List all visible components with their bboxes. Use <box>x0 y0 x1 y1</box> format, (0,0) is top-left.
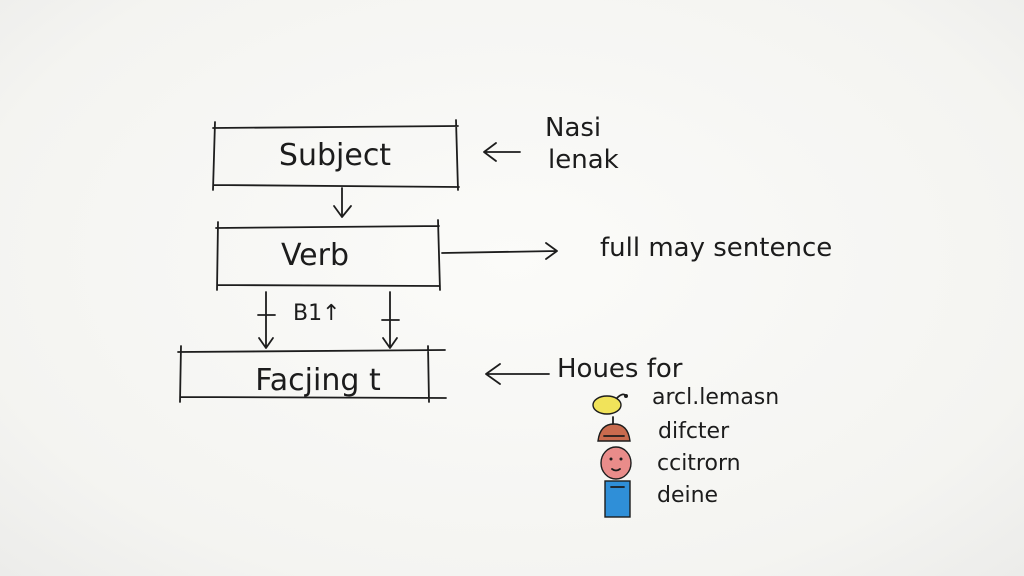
subject-label: Subject <box>279 138 391 173</box>
between-label: B1↑ <box>293 301 341 326</box>
arrow-verb-to-note <box>441 242 558 260</box>
face-icon <box>600 446 632 480</box>
facing-note: Houes for <box>557 354 683 384</box>
facing-label: Facjing t <box>255 363 381 398</box>
item-list: arcl.lemasn difcter ccitrorn deine <box>652 385 779 508</box>
verb-box: Verb <box>215 219 441 291</box>
subject-note-line1: Nasi <box>545 113 601 143</box>
subject-note-line2: lenak <box>548 145 619 175</box>
arrow-verb-to-facing-left <box>257 291 276 349</box>
brown-cap-icon <box>597 416 631 442</box>
arrow-note-to-facing <box>485 363 550 385</box>
facing-box: Facjing t <box>177 345 447 403</box>
verb-note: full may sentence <box>600 233 832 263</box>
arrow-note-to-subject <box>483 142 521 162</box>
list-item: ccitrorn <box>657 451 741 476</box>
yellow-hat-icon <box>592 393 628 415</box>
list-item: deine <box>657 483 718 508</box>
blue-body-icon <box>604 480 631 518</box>
list-item: difcter <box>658 419 730 444</box>
arrow-verb-to-facing-right <box>381 291 400 349</box>
list-item: arcl.lemasn <box>652 385 779 410</box>
verb-label: Verb <box>281 238 349 273</box>
subject-box: Subject <box>212 119 460 191</box>
arrow-subject-to-verb <box>333 187 352 218</box>
